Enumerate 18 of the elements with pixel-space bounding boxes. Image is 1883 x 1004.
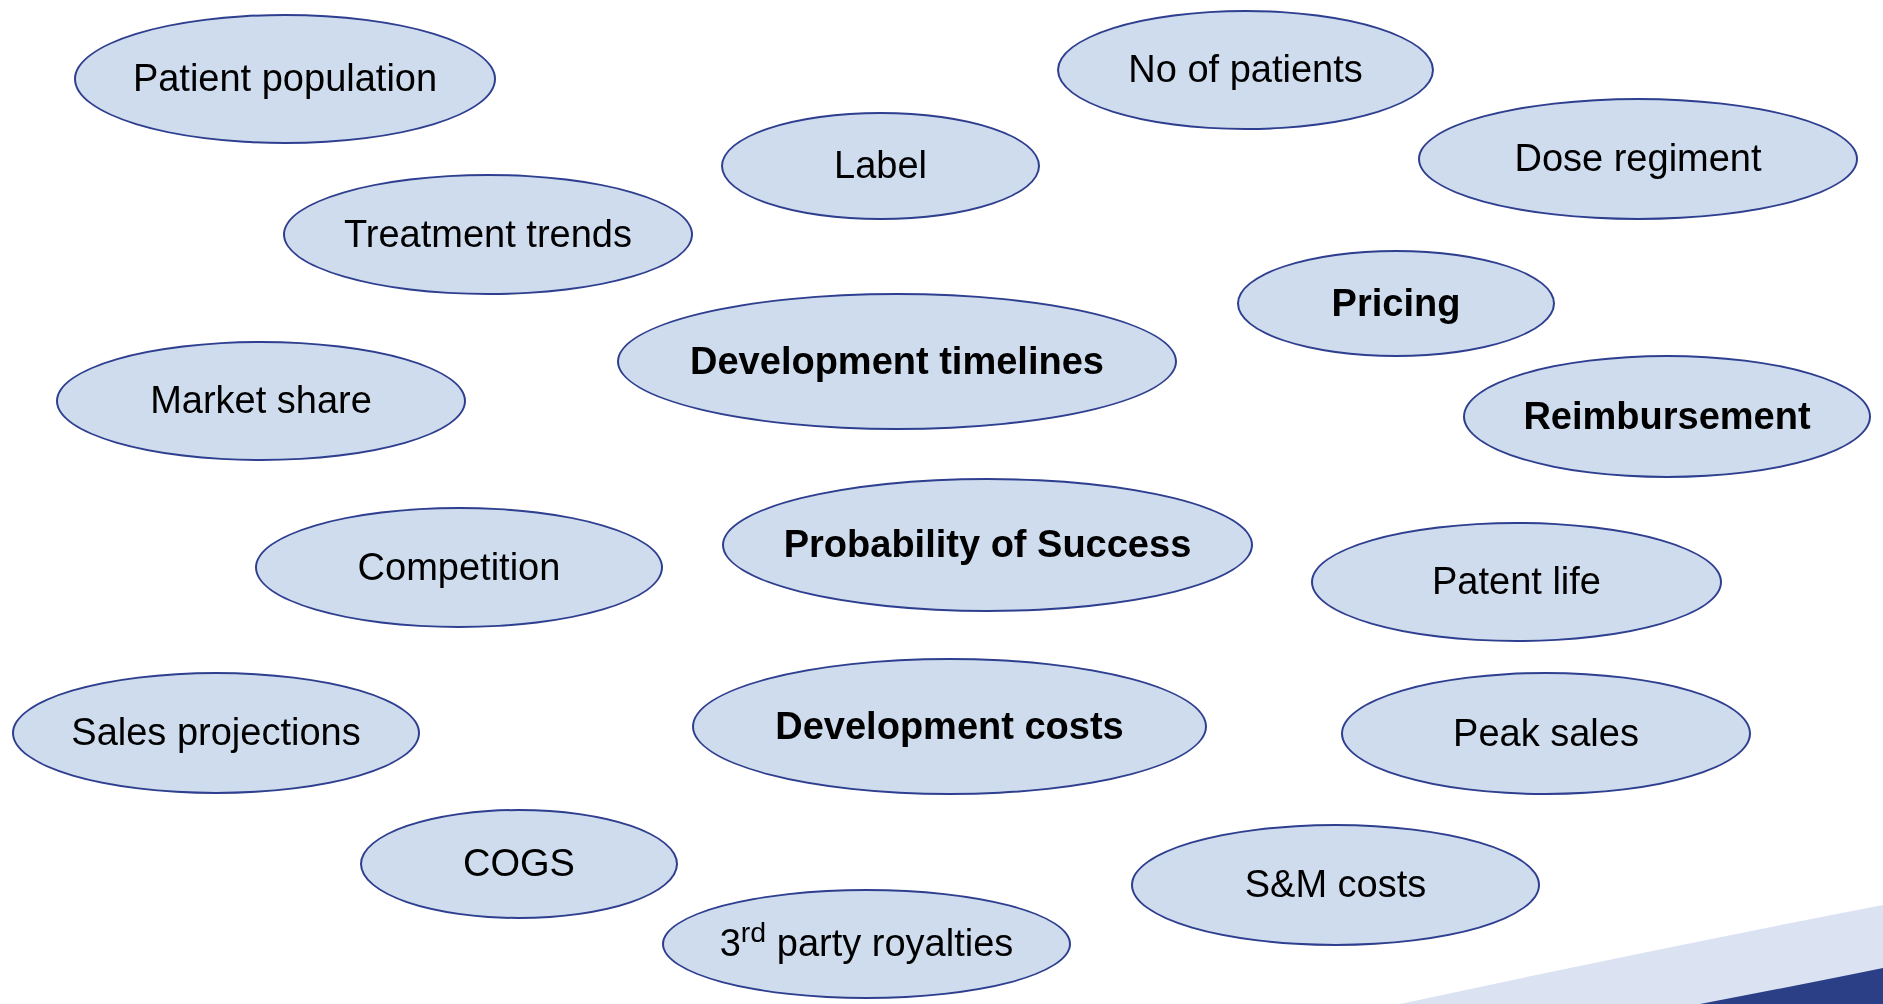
- node-label: Reimbursement: [1523, 393, 1811, 439]
- node-label: Market share: [150, 378, 372, 424]
- node-label: Probability of Success: [783, 522, 1192, 568]
- node-label: Patient population: [132, 56, 438, 102]
- node-label: 3$^{rd}$ party royalties: [719, 920, 1014, 967]
- node-label: Competition: [357, 544, 561, 590]
- node-label: Dose regiment: [1514, 136, 1762, 182]
- node-label: Sales projections: [71, 710, 361, 756]
- node-label: Label: [834, 143, 927, 189]
- node-label: Treatment trends: [344, 211, 632, 257]
- node-label: Peak sales: [1453, 710, 1639, 756]
- node-label: Patent life: [1432, 559, 1601, 605]
- node-label: Development timelines: [690, 338, 1104, 384]
- node-label: Pricing: [1331, 280, 1461, 326]
- node-label: Development costs: [775, 703, 1124, 749]
- node-label: No of patients: [1128, 47, 1363, 93]
- node-label: COGS: [463, 841, 575, 887]
- node-label: S&M costs: [1244, 862, 1427, 908]
